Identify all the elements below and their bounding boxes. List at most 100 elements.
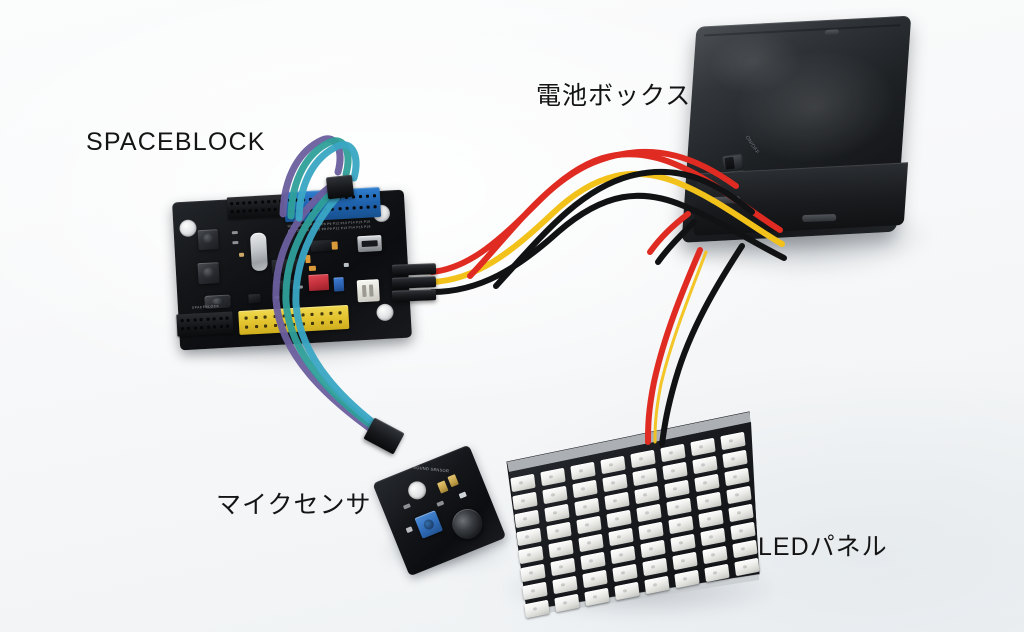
smd-led <box>343 262 349 268</box>
led-cell <box>668 515 694 535</box>
header-pin <box>219 316 223 321</box>
header-pin <box>242 201 246 205</box>
header-pin <box>248 201 252 205</box>
label-mic-sensor: マイクセンサ <box>216 491 372 519</box>
header-pin <box>372 194 376 198</box>
spaceblock-board[interactable]: GND 3V3 P0 P1 P2 P8 P9 P12 P13 P14 P15 P… <box>172 186 412 351</box>
header-pin <box>345 206 349 210</box>
led-cell <box>550 557 576 577</box>
led-cell <box>704 563 730 583</box>
header-pin <box>366 205 370 209</box>
header-pin <box>323 196 327 201</box>
led-cell <box>672 551 698 571</box>
smd-capacitor <box>308 265 317 272</box>
led-cell <box>540 467 566 487</box>
dupont-connector-power-a[interactable] <box>391 263 437 276</box>
led-cell <box>580 551 606 571</box>
led-cell <box>734 557 760 577</box>
ic-chip-mid <box>310 239 333 252</box>
red-dip-switch[interactable] <box>308 273 330 292</box>
led-cell <box>670 533 696 553</box>
header-pin <box>245 325 249 329</box>
black-header-bottom[interactable] <box>176 311 234 337</box>
microcontroller-chip <box>271 258 299 275</box>
led-cell <box>546 521 572 541</box>
header-pin <box>288 198 292 203</box>
led-cell <box>610 545 636 565</box>
battery-box[interactable]: ON/OFF <box>673 8 925 263</box>
led-cell <box>640 539 666 559</box>
dupont-connector-power-b[interactable] <box>391 276 437 289</box>
led-cell <box>510 473 536 493</box>
led-cell <box>730 521 756 541</box>
header-pin <box>309 208 314 212</box>
led-cell <box>642 557 668 577</box>
led-cell <box>700 527 726 547</box>
header-pin <box>180 319 184 323</box>
header-pin <box>187 326 191 330</box>
header-pin <box>329 320 334 324</box>
header-pin <box>230 202 234 206</box>
black-header-top[interactable] <box>226 194 286 220</box>
lid-seam-top <box>703 24 901 37</box>
led-matrix <box>497 404 765 619</box>
ic-chip-small <box>273 279 297 291</box>
led-cell <box>522 581 548 601</box>
header-pin <box>230 210 234 214</box>
led-cell <box>660 443 686 463</box>
header-pin <box>273 314 277 319</box>
led-cell <box>600 455 626 475</box>
header-pin <box>338 207 342 211</box>
header-pin <box>260 200 264 204</box>
dupont-connector-mic[interactable] <box>363 417 405 455</box>
smd-resistor <box>231 230 238 235</box>
header-pin <box>295 209 299 213</box>
header-pin <box>358 194 362 199</box>
led-cell <box>570 461 596 481</box>
led-cell <box>604 491 630 511</box>
led-cell <box>512 491 538 511</box>
led-cell <box>728 503 754 523</box>
header-pin <box>316 197 320 201</box>
tactile-button-a[interactable] <box>197 229 219 251</box>
tactile-button-b[interactable] <box>197 262 220 285</box>
led-cell <box>694 473 720 493</box>
led-cell <box>608 527 634 547</box>
dupont-connector-power-c[interactable] <box>391 289 437 302</box>
header-pin <box>206 317 210 321</box>
led-cell <box>630 449 656 469</box>
white-jst-connector[interactable] <box>356 279 380 303</box>
header-pin <box>254 316 258 320</box>
header-pin <box>373 205 377 209</box>
header-pin <box>301 322 305 326</box>
power-switch[interactable] <box>722 153 745 173</box>
smd-resistor <box>274 295 280 300</box>
smd-capacitor <box>238 252 245 257</box>
led-cell <box>606 509 632 529</box>
led-cell <box>692 455 718 475</box>
lid-notch <box>824 29 839 36</box>
led-cell <box>698 509 724 529</box>
led-cell <box>518 545 544 565</box>
led-panel[interactable] <box>497 404 765 619</box>
label-led-panel: LEDパネル <box>758 533 888 561</box>
led-cell <box>572 479 598 499</box>
header-pin <box>273 323 277 328</box>
header-pin <box>302 198 306 202</box>
slide-switch[interactable] <box>204 294 231 309</box>
header-pin <box>254 200 258 204</box>
led-cell <box>578 533 604 553</box>
header-pin <box>311 321 315 326</box>
header-pin <box>292 322 296 327</box>
header-pin <box>329 311 333 315</box>
header-pin <box>310 312 314 317</box>
blue-jumper[interactable] <box>333 277 345 292</box>
header-pin <box>320 312 324 316</box>
led-cell <box>520 563 546 583</box>
micro-usb-port[interactable] <box>357 234 383 253</box>
header-pin <box>219 324 223 329</box>
dupont-connector-blue-header[interactable] <box>325 174 355 200</box>
led-cell <box>544 503 570 523</box>
header-pin <box>339 320 343 324</box>
